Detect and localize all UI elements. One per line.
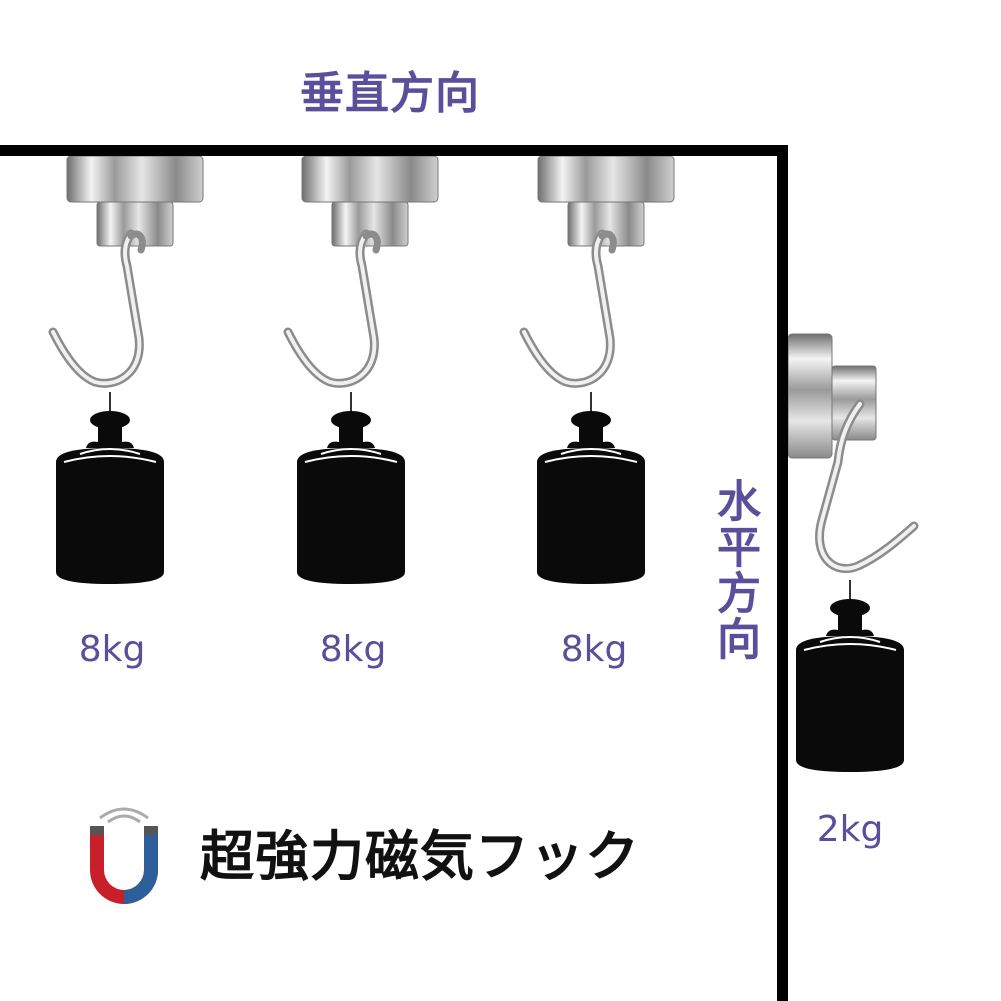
magnet-icon — [90, 807, 158, 904]
weight-label: 8kg — [78, 629, 146, 670]
product-title: 超強力磁気フック — [200, 825, 640, 888]
vertical-direction-label: 垂直方向 — [300, 68, 480, 119]
weight-label: 2kg — [816, 809, 884, 850]
wall-side — [777, 145, 788, 1001]
weight-icon — [55, 391, 165, 585]
weight-label: 8kg — [319, 629, 387, 670]
weight-label: 8kg — [560, 629, 628, 670]
weight-icon — [795, 579, 905, 773]
horizontal-direction-label: 水平方向 — [709, 478, 760, 662]
hook-icon — [524, 156, 674, 383]
wall-ceiling — [0, 145, 788, 156]
weight-icon — [296, 391, 406, 585]
hook-icon — [53, 156, 203, 383]
hook-icon — [787, 333, 919, 574]
weight-icon — [536, 391, 646, 585]
hook-icon — [288, 156, 438, 383]
